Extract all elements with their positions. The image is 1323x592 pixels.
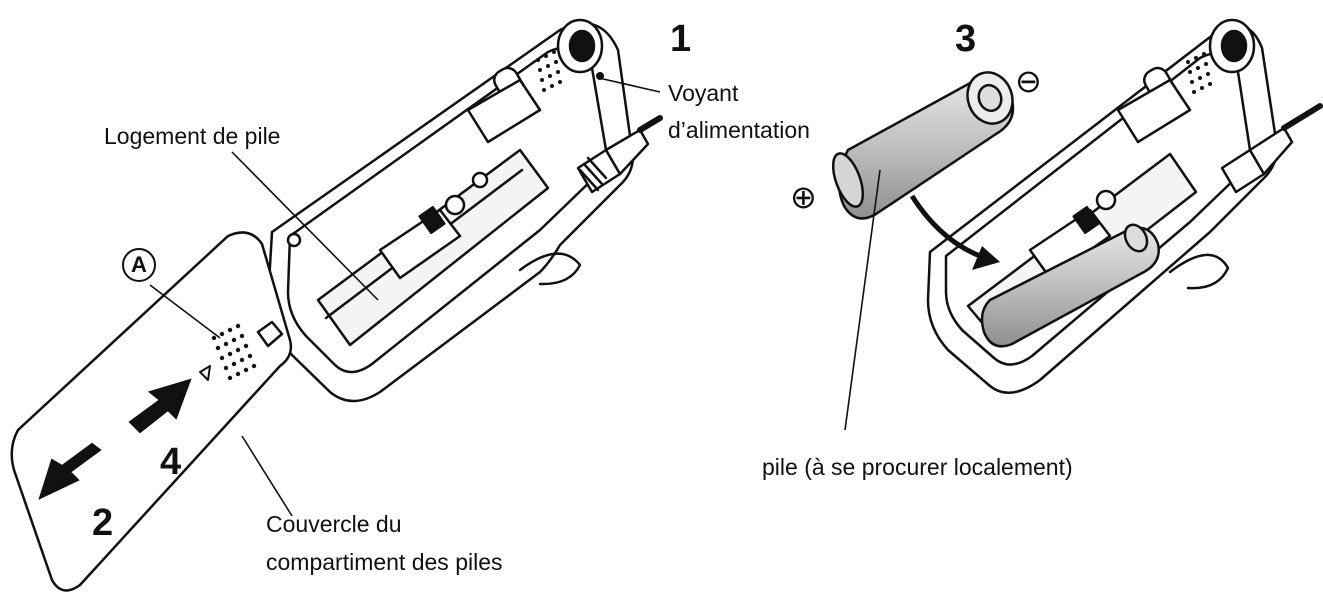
- battery-cover-label-line2: compartiment des piles: [266, 549, 503, 575]
- step-number-4: 4: [160, 441, 182, 483]
- arrow-remove-cover: [38, 442, 102, 500]
- power-indicator-label-line2: d’alimentation: [668, 117, 810, 143]
- marker-a-callout: A: [122, 248, 156, 282]
- step-number-1: 1: [670, 18, 692, 60]
- device-right-illustration: [926, 18, 1323, 394]
- battery-label: pile (à se procurer localement): [762, 454, 1073, 480]
- battery-compartment-label: Logement de pile: [104, 123, 281, 149]
- arrow-insert-cover: [128, 378, 192, 434]
- insert-battery-arrow: [909, 194, 1000, 270]
- battery-cover-label-line1: Couvercle du: [266, 511, 402, 537]
- step-number-2: 2: [92, 502, 114, 544]
- loose-battery-illustration: [831, 71, 1015, 220]
- leader-lines: [149, 77, 881, 517]
- device-left-illustration: [266, 18, 663, 403]
- step-number-3: 3: [955, 18, 977, 60]
- plus-polarity-symbol: ⊕: [790, 179, 817, 215]
- minus-polarity-symbol: ⊖: [1015, 63, 1042, 99]
- power-indicator-label-line1: Voyant: [668, 80, 739, 106]
